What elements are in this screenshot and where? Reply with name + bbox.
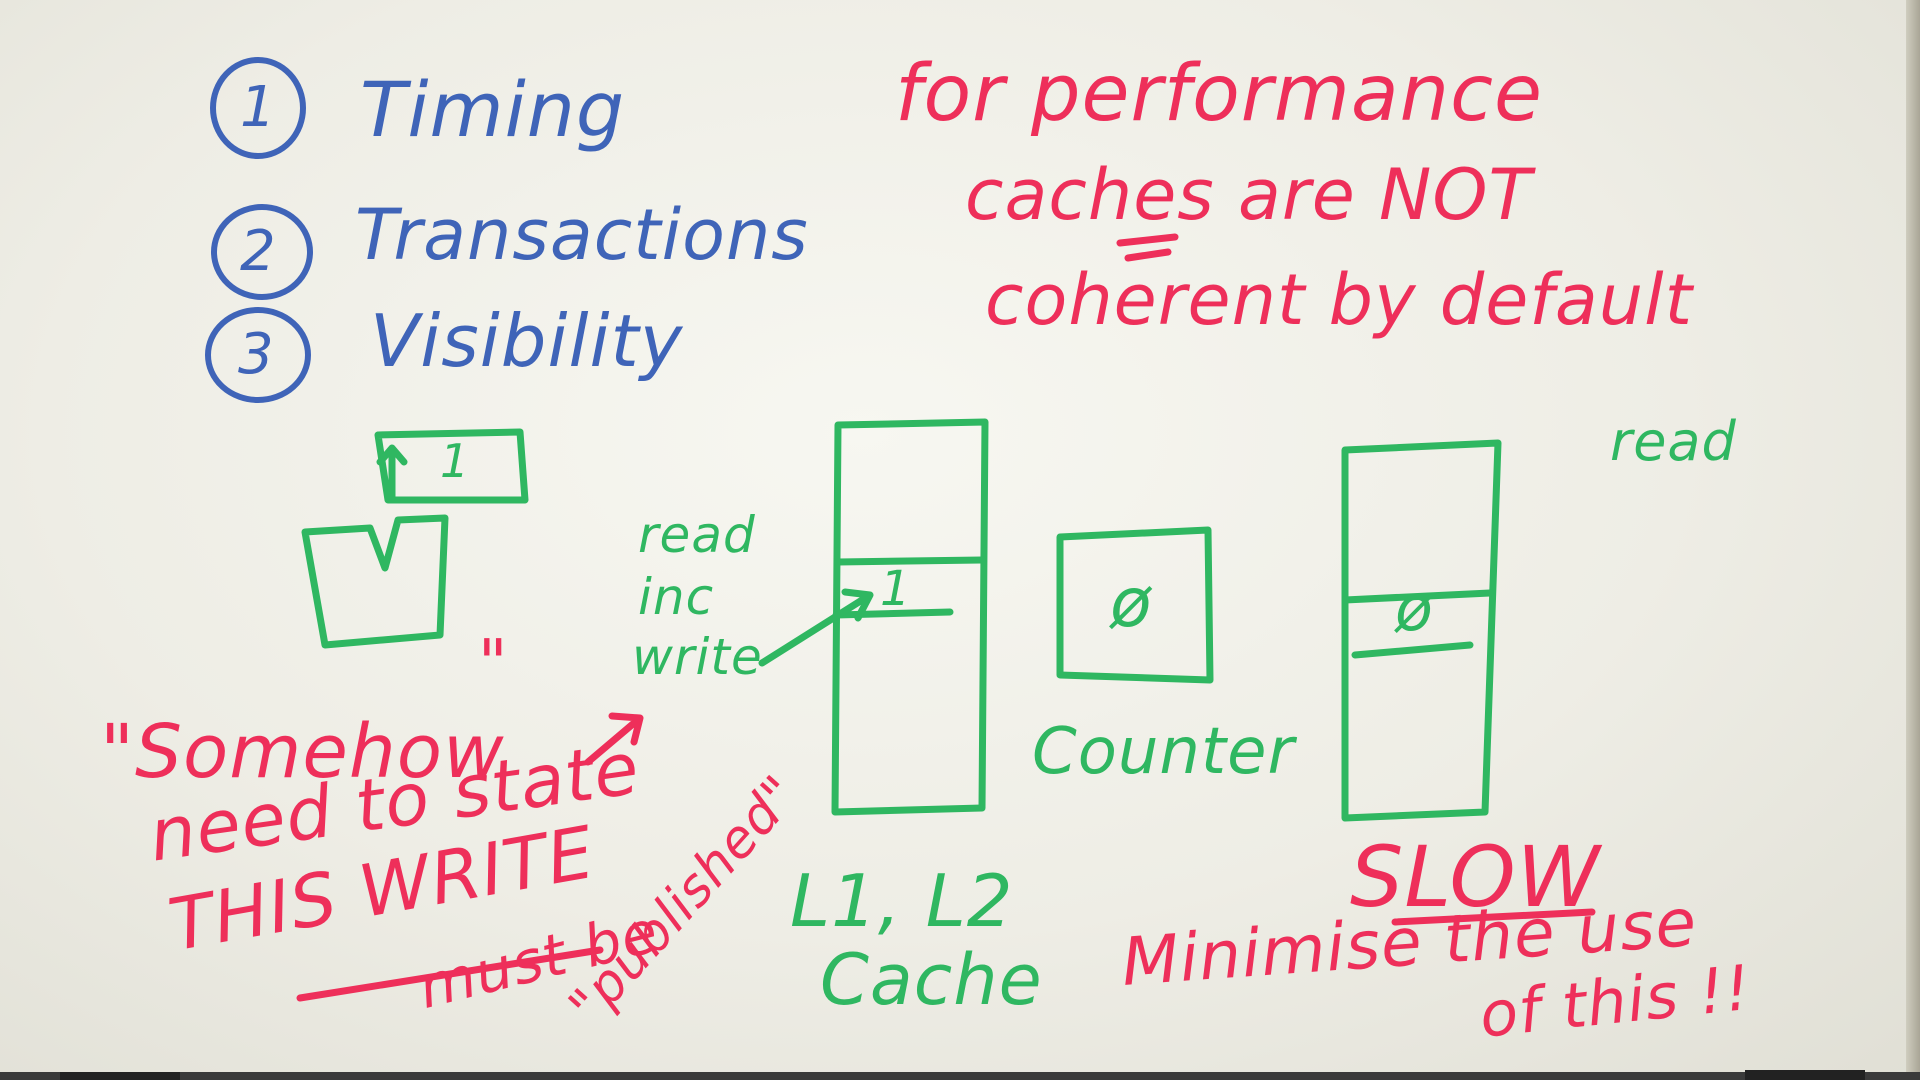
thread-box-value: 1 <box>440 434 471 488</box>
circle-1 <box>210 57 306 159</box>
cache-cell-bottom <box>832 608 954 619</box>
memory-read-label: read <box>1610 410 1737 473</box>
cache-label-line1: L1, L2 <box>790 859 1014 943</box>
agenda-number-2: 2 <box>240 219 277 284</box>
cache-cell-value: 1 <box>880 561 912 617</box>
agenda-item-timing: Timing <box>360 65 626 154</box>
slow-underline <box>1391 908 1596 926</box>
counter-value: ø <box>1110 564 1153 643</box>
slow-note-line1: SLOW <box>1350 828 1601 926</box>
cache-label-line2: Cache <box>820 939 1043 1021</box>
board-tray <box>0 1072 1920 1080</box>
board-frame-right <box>1906 0 1920 1080</box>
performance-note-line2: caches are NOT <box>965 154 1533 236</box>
step-write: write <box>632 628 763 686</box>
step-inc: inc <box>638 568 715 626</box>
performance-note-line1: for performance <box>895 49 1543 139</box>
thread-value-box <box>374 428 529 504</box>
somehow-note-line1: "Somehow <box>100 709 505 795</box>
memory-cell-bottom <box>1351 641 1474 659</box>
circle-3 <box>205 307 311 403</box>
publish-arrow <box>584 712 644 766</box>
write-arrow <box>758 588 874 667</box>
agenda-number-3: 3 <box>238 322 275 387</box>
agenda-item-visibility: Visibility <box>370 299 684 383</box>
this-write-underline <box>296 946 604 1002</box>
memory-cell-value: ø <box>1395 572 1434 645</box>
agenda-item-transactions: Transactions <box>355 194 809 276</box>
cache-column <box>831 418 989 816</box>
somehow-quote-open: " <box>478 627 509 701</box>
performance-note-line3: coherent by default <box>985 259 1694 341</box>
board-clip-left <box>60 1072 180 1080</box>
counter-box <box>1056 526 1214 684</box>
memory-cell-top <box>1341 589 1494 604</box>
counter-label: Counter <box>1032 715 1295 789</box>
cache-cell-top <box>834 556 986 566</box>
memory-column <box>1341 439 1502 822</box>
caches-underline <box>1116 233 1179 262</box>
thread-up-arrow <box>376 444 408 502</box>
step-read: read <box>638 506 756 564</box>
board-clip-right <box>1745 1070 1865 1080</box>
agenda-number-1: 1 <box>240 75 277 140</box>
circle-2 <box>211 204 313 300</box>
thread-box <box>301 514 449 649</box>
